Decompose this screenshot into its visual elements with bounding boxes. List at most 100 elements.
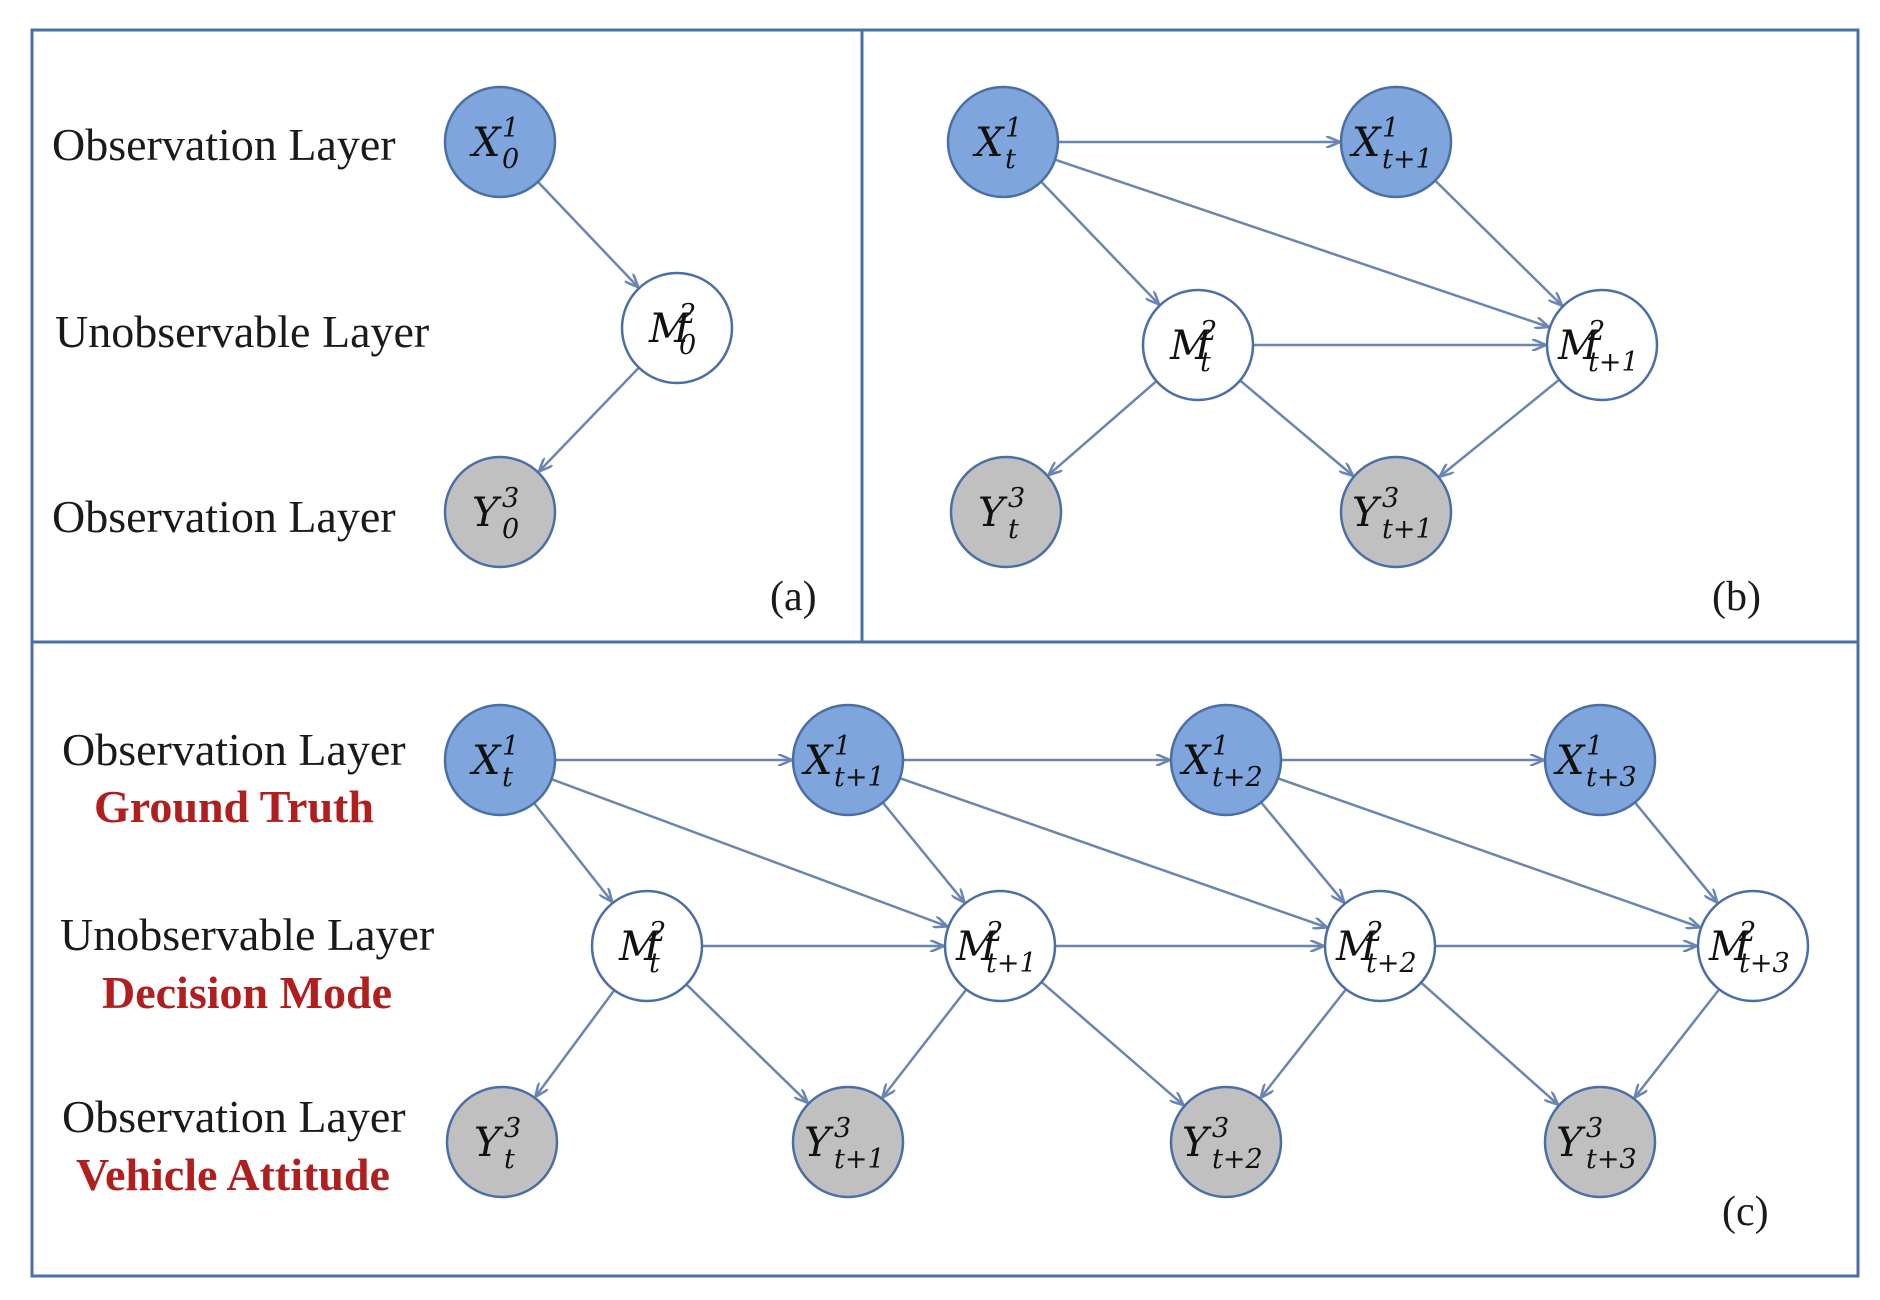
- node-c-yt-subscript: t: [504, 1144, 515, 1175]
- panel-c-frame: [30, 640, 1860, 1278]
- node-b-mt1-circle: [1545, 288, 1659, 402]
- panel-c-top-layer-label: Observation Layer: [62, 724, 406, 775]
- node-c-yt1-subscript: t+1: [834, 1144, 885, 1175]
- node-c-mt3-base: M: [1708, 924, 1751, 970]
- node-b-xt1-base: X: [1349, 120, 1382, 166]
- node-c-yt3-subscript: t+3: [1586, 1144, 1637, 1175]
- node-a-m0-circle: [620, 271, 734, 385]
- node-c-mt-circle: [590, 889, 704, 1003]
- node-c-yt-circle: [445, 1085, 559, 1199]
- node-a-x0-circle: [443, 85, 557, 199]
- node-c-mt2-subscript: t+2: [1366, 948, 1417, 979]
- node-c-xt1-circle: [791, 703, 905, 817]
- node-b-mt1-subscript: t+1: [1588, 347, 1639, 378]
- node-b-mt1-superscript: 2: [1587, 316, 1605, 347]
- node-a-x0-superscript: 1: [502, 113, 519, 144]
- panel-a-tag: (a): [770, 574, 817, 620]
- node-a-x0-subscript: 0: [502, 144, 519, 175]
- edge-c-mt-to-yt: [536, 989, 616, 1096]
- node-c-xt2-subscript: t+2: [1212, 762, 1263, 793]
- node-c-yt1-base: Y: [804, 1120, 834, 1166]
- node-a-y0-circle: [443, 455, 557, 569]
- node-c-yt-base: Y: [474, 1120, 504, 1166]
- node-c-yt2-base: Y: [1182, 1120, 1212, 1166]
- panel-c-top-sublabel: Ground Truth: [94, 781, 374, 832]
- node-c-yt2-subscript: t+2: [1212, 1144, 1263, 1175]
- node-c-mt: M2t: [590, 889, 704, 1003]
- node-c-xt3-superscript: 1: [1586, 731, 1603, 762]
- node-b-mt-circle: [1141, 288, 1255, 402]
- node-c-mt3-circle: [1696, 889, 1810, 1003]
- edges-group: [533, 142, 1721, 1105]
- edge-c-mt1-to-yt1: [883, 988, 968, 1096]
- node-b-xt-circle: [946, 85, 1060, 199]
- edge-c-mt2-to-yt2: [1261, 988, 1348, 1097]
- node-c-xt-subscript: t: [502, 762, 513, 793]
- node-a-m0-superscript: 2: [678, 299, 696, 330]
- node-b-mt-base: M: [1169, 323, 1212, 369]
- edge-c-xt1-to-mt2: [899, 776, 1326, 927]
- panel-c-middle-layer-label: Unobservable Layer: [60, 909, 434, 960]
- node-b-mt1: M2t+1: [1545, 288, 1659, 402]
- node-b-yt-superscript: 3: [1008, 483, 1025, 514]
- edge-c-xt-to-mt1: [551, 778, 947, 926]
- edge-b-mt-to-yt1: [1239, 379, 1352, 475]
- panel-c-bottom-sublabel: Vehicle Attitude: [76, 1149, 390, 1200]
- node-c-yt1-circle: [791, 1085, 905, 1199]
- panel-c-tag: (c): [1722, 1189, 1769, 1235]
- node-a-y0-base: Y: [472, 490, 502, 536]
- node-b-yt-subscript: t: [1008, 514, 1019, 545]
- node-c-mt2-circle: [1323, 889, 1437, 1003]
- edge-c-mt-to-yt1: [685, 983, 807, 1102]
- node-c-yt2-superscript: 3: [1212, 1113, 1229, 1144]
- edge-c-xt2-to-mt3: [1277, 777, 1699, 927]
- node-b-xt1-superscript: 1: [1382, 113, 1399, 144]
- edge-c-mt1-to-yt2: [1040, 981, 1183, 1105]
- node-c-xt-circle: [443, 703, 557, 817]
- edge-c-mt3-to-yt3: [1635, 988, 1721, 1097]
- node-c-xt3-base: X: [1553, 738, 1586, 784]
- edge-c-xt3-to-mt3: [1633, 801, 1717, 902]
- edge-c-xt2-to-mt2: [1260, 801, 1344, 902]
- node-c-mt3-superscript: 2: [1738, 917, 1756, 948]
- edge-c-xt-to-mt: [533, 802, 612, 901]
- node-c-mt1: M2t+1: [943, 889, 1057, 1003]
- node-c-mt3: M2t+3: [1696, 889, 1810, 1003]
- node-c-xt-superscript: 1: [502, 731, 519, 762]
- panel-b-tag: (b): [1712, 574, 1761, 620]
- node-b-mt: M2t: [1141, 288, 1255, 402]
- panel-c-middle-sublabel: Decision Mode: [102, 967, 392, 1018]
- node-c-mt3-subscript: t+3: [1739, 948, 1790, 979]
- node-a-m0-base: M: [648, 306, 691, 352]
- node-c-xt1-subscript: t+1: [834, 762, 885, 793]
- node-c-xt2-superscript: 1: [1212, 731, 1229, 762]
- node-c-mt1-circle: [943, 889, 1057, 1003]
- panel-c-bottom-layer-label: Observation Layer: [62, 1091, 406, 1142]
- node-b-yt1-circle: [1339, 455, 1453, 569]
- node-b-xt-superscript: 1: [1005, 113, 1022, 144]
- node-a-y0-superscript: 3: [502, 483, 519, 514]
- node-c-xt3-subscript: t+3: [1586, 762, 1637, 793]
- node-b-xt-base: X: [972, 120, 1005, 166]
- node-c-mt2-superscript: 2: [1365, 917, 1383, 948]
- node-c-yt3-circle: [1543, 1085, 1657, 1199]
- node-b-mt-subscript: t: [1200, 347, 1211, 378]
- node-a-y0-subscript: 0: [502, 514, 519, 545]
- node-b-yt1-base: Y: [1352, 490, 1382, 536]
- node-b-yt-base: Y: [978, 490, 1008, 536]
- node-b-yt1-subscript: t+1: [1382, 514, 1433, 545]
- node-c-xt1-superscript: 1: [834, 731, 851, 762]
